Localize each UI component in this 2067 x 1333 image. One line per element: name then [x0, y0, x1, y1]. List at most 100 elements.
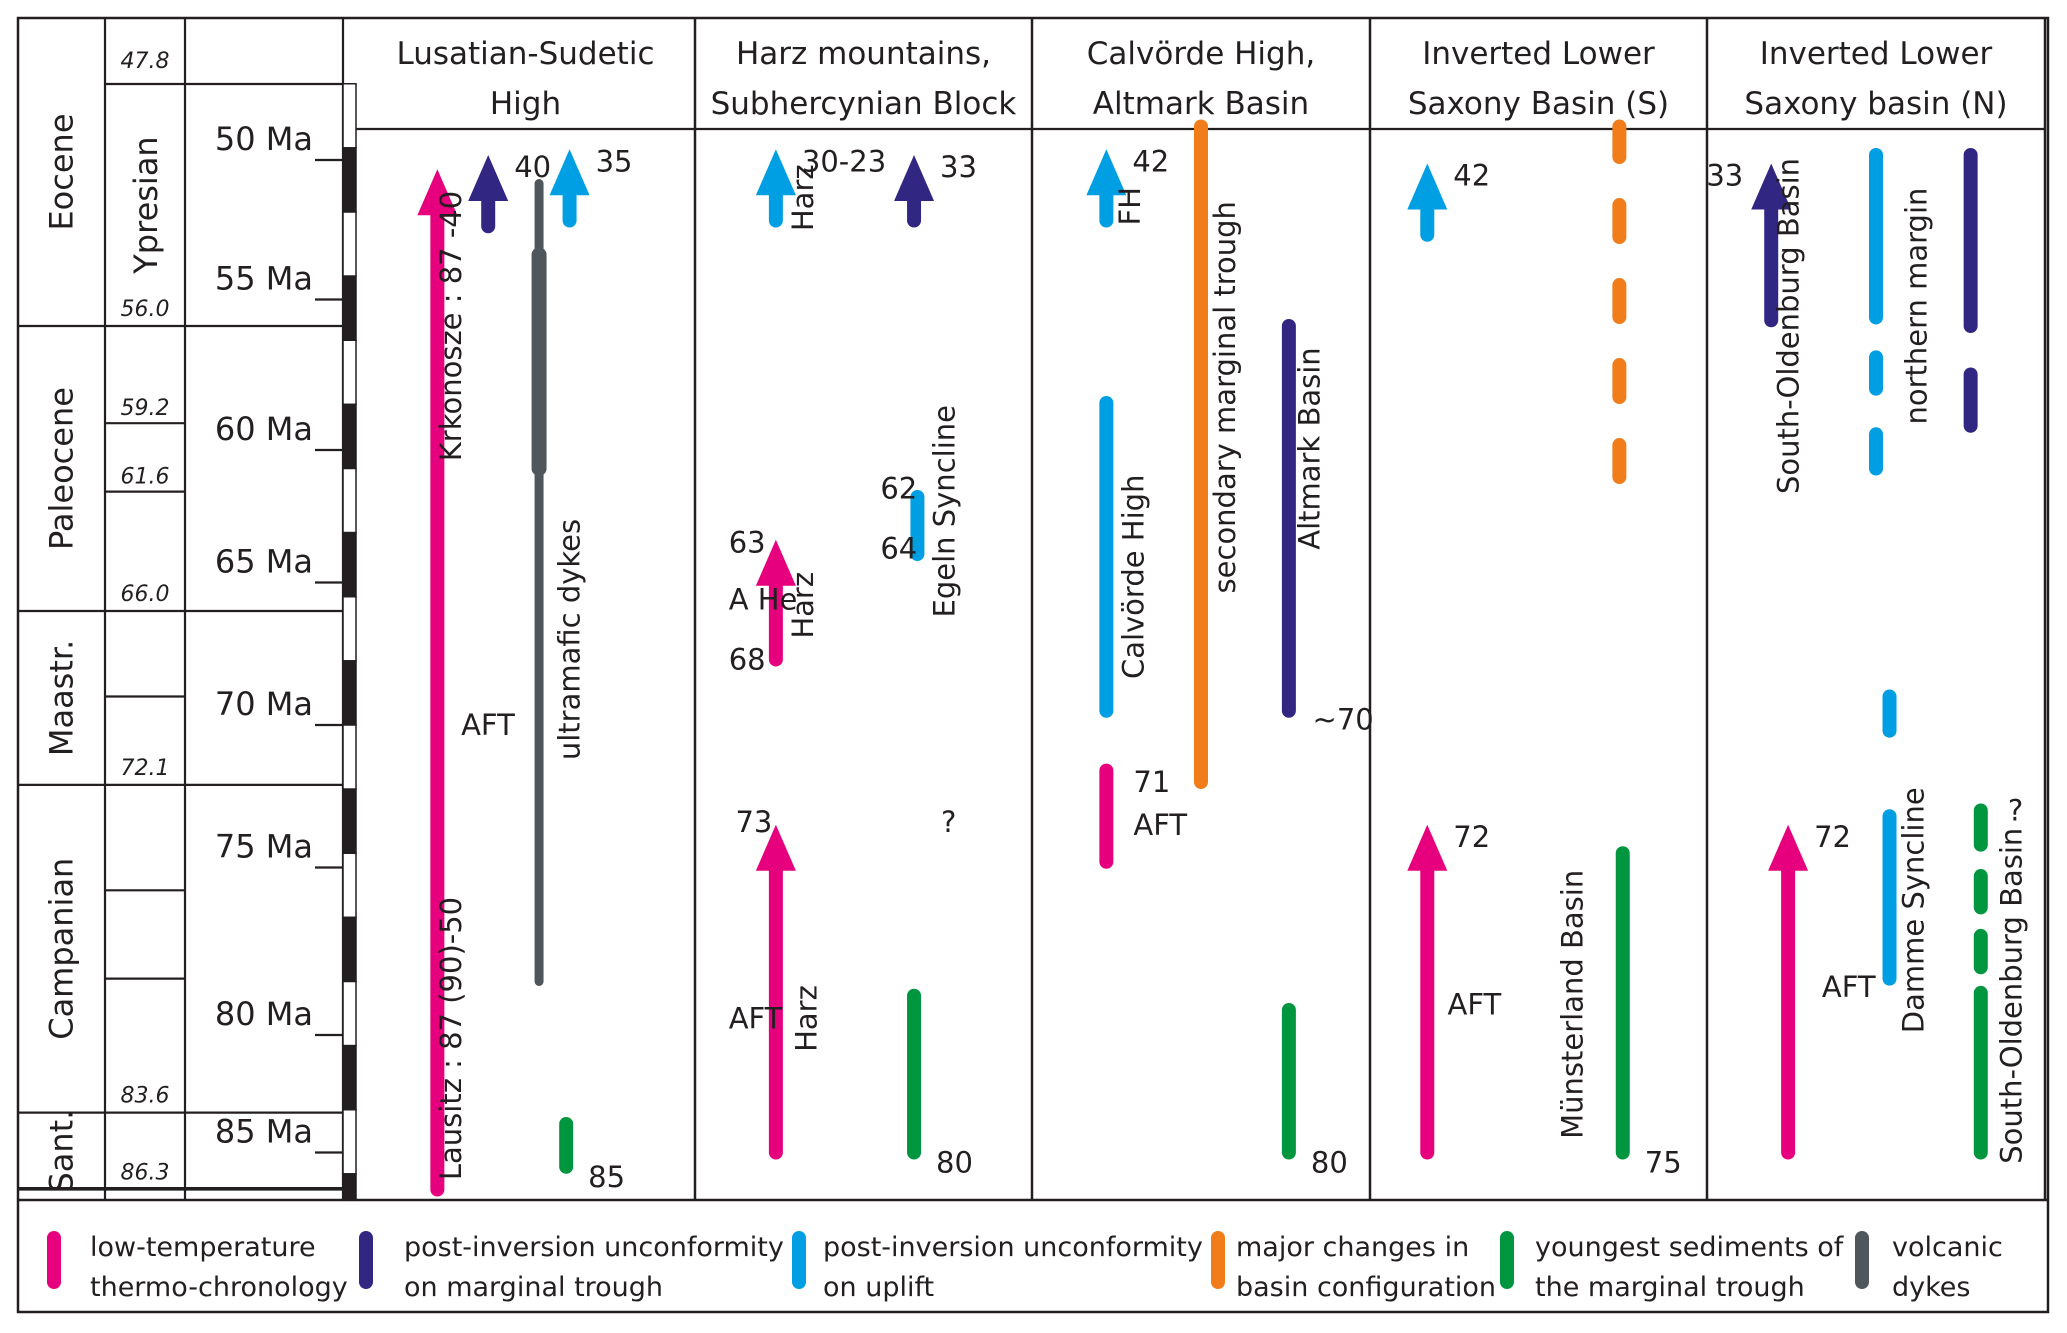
- value-label: 35: [596, 144, 633, 178]
- column-title: Lusatian-Sudetic: [396, 36, 654, 72]
- vertical-label: Altmark Basin: [1292, 347, 1326, 549]
- value-label: 72: [1453, 820, 1490, 854]
- stage-age-label: 83.6: [121, 1084, 170, 1109]
- stage-age-label: 47.8: [121, 49, 170, 74]
- vertical-label: secondary marginal trough: [1208, 201, 1242, 593]
- legend-label: on marginal trough: [404, 1272, 663, 1303]
- legend-item-thermo: low-temperature thermo-chronology: [47, 1231, 348, 1303]
- value-label: 40: [514, 150, 551, 184]
- ruler-segment: [342, 275, 357, 341]
- text-label: 71: [1133, 765, 1170, 799]
- axis-tick-label: 85 Ma: [215, 1113, 313, 1151]
- vertical-label: northern margin: [1900, 188, 1934, 425]
- vertical-label: FH: [1113, 187, 1147, 226]
- ruler-segment: [342, 852, 357, 919]
- column-title: Inverted Lower: [1760, 36, 1993, 72]
- legend-label: on uplift: [823, 1272, 934, 1303]
- ruler-segment: [342, 211, 357, 277]
- legend-item-trough: post-inversion unconformity on marginal t…: [359, 1231, 784, 1303]
- text-label: ?: [2008, 794, 2023, 828]
- axis-tick-label: 55 Ma: [215, 260, 313, 298]
- epoch-label: Paleocene: [43, 387, 81, 550]
- ruler-segment: [342, 403, 357, 470]
- column-title: Saxony Basin (S): [1408, 86, 1669, 122]
- axis-tick-label: 60 Ma: [215, 410, 313, 448]
- legend-label: post-inversion unconformity: [404, 1232, 784, 1263]
- legend-item-sediment: youngest sediments of the marginal trough: [1500, 1231, 1845, 1303]
- axis-tick-label: 50 Ma: [215, 120, 313, 158]
- stage-label: Ypresian: [127, 136, 165, 274]
- legend-label: thermo-chronology: [90, 1272, 348, 1303]
- axis-tick-label: 75 Ma: [215, 828, 313, 866]
- ruler-segment: [342, 916, 357, 983]
- arrow-head-thermo: [1407, 824, 1448, 871]
- arrow-head-thermo: [755, 539, 796, 586]
- value-label: 42: [1453, 159, 1490, 193]
- text-label: ?: [941, 805, 956, 839]
- legend-label: the marginal trough: [1535, 1272, 1805, 1303]
- axis-tick-label: 70 Ma: [215, 685, 313, 723]
- value-label: 72: [1814, 820, 1851, 854]
- text-label: AFT: [729, 1002, 783, 1036]
- legend-item-dykes: volcanic dykes: [1855, 1231, 2003, 1303]
- stage-age-label: 86.3: [121, 1161, 170, 1186]
- text-label: AFT: [1448, 987, 1502, 1021]
- value-label: 33: [940, 150, 977, 184]
- region-column: Calvörde High,Altmark Basin4280FHCalvörd…: [1032, 18, 1374, 1200]
- legend-label: youngest sediments of: [1535, 1232, 1845, 1263]
- ruler-segment: [342, 1109, 357, 1175]
- column-title: Harz mountains,: [736, 36, 991, 72]
- value-label: 85: [588, 1160, 625, 1194]
- text-label: AFT: [461, 708, 515, 742]
- legend-label: basin configuration: [1236, 1272, 1496, 1303]
- vertical-label: Harz: [789, 985, 823, 1052]
- ruler-segment: [342, 83, 357, 149]
- vertical-label: Harz: [786, 572, 820, 639]
- arrow-head-uplift: [549, 149, 590, 196]
- value-label: 33: [1706, 159, 1743, 193]
- ruler-segment: [342, 660, 357, 726]
- arrow-head-trough: [468, 155, 509, 201]
- ruler-segment: [342, 980, 357, 1047]
- column-title: High: [490, 86, 561, 122]
- legend-item-basin: major changes in basin configuration: [1211, 1231, 1496, 1303]
- text-label: 64: [880, 531, 917, 565]
- ruler-segment: [342, 724, 357, 790]
- arrow-head-uplift: [755, 149, 796, 196]
- vertical-label: Krkonosze : 87 -40: [434, 191, 468, 461]
- legend-label: major changes in: [1236, 1232, 1469, 1263]
- legend-label: dykes: [1892, 1272, 1970, 1303]
- legend-label: low-temperature: [90, 1232, 316, 1263]
- stage-age-label: 72.1: [121, 756, 170, 781]
- epoch-label: Sant.: [43, 1110, 81, 1193]
- column-title: Saxony basin (N): [1744, 86, 2007, 122]
- arrow-head-uplift: [1407, 163, 1448, 210]
- ruler-segment: [342, 788, 357, 854]
- text-label: A He: [729, 583, 798, 617]
- text-label: 63: [729, 526, 766, 560]
- ruler-segment: [342, 596, 357, 662]
- legend-item-uplift: post-inversion unconformity on uplift: [792, 1231, 1203, 1303]
- vertical-label: Münsterland Basin: [1555, 870, 1589, 1139]
- stage-age-label: 66.0: [121, 582, 170, 607]
- column-title: Calvörde High,: [1087, 36, 1315, 72]
- epoch-label: Eocene: [43, 113, 81, 230]
- vertical-label: South-Oldenburg Basin: [1994, 828, 2028, 1164]
- stage-age-label: 59.2: [121, 396, 170, 421]
- value-label: 80: [936, 1146, 973, 1180]
- epoch-label: Maastr.: [43, 640, 81, 756]
- vertical-label: Calvörde High: [1117, 475, 1151, 680]
- epoch-label: Campanian: [43, 858, 81, 1040]
- arrow-head-thermo: [1768, 824, 1809, 871]
- vertical-label: ultramafic dykes: [553, 519, 587, 760]
- column-title: Subhercynian Block: [711, 86, 1017, 122]
- legend-label: post-inversion unconformity: [823, 1232, 1203, 1263]
- ruler-segment: [342, 467, 357, 534]
- column-title: Inverted Lower: [1422, 36, 1655, 72]
- legend-label: volcanic: [1892, 1232, 2003, 1263]
- arrow-head-thermo: [417, 169, 458, 216]
